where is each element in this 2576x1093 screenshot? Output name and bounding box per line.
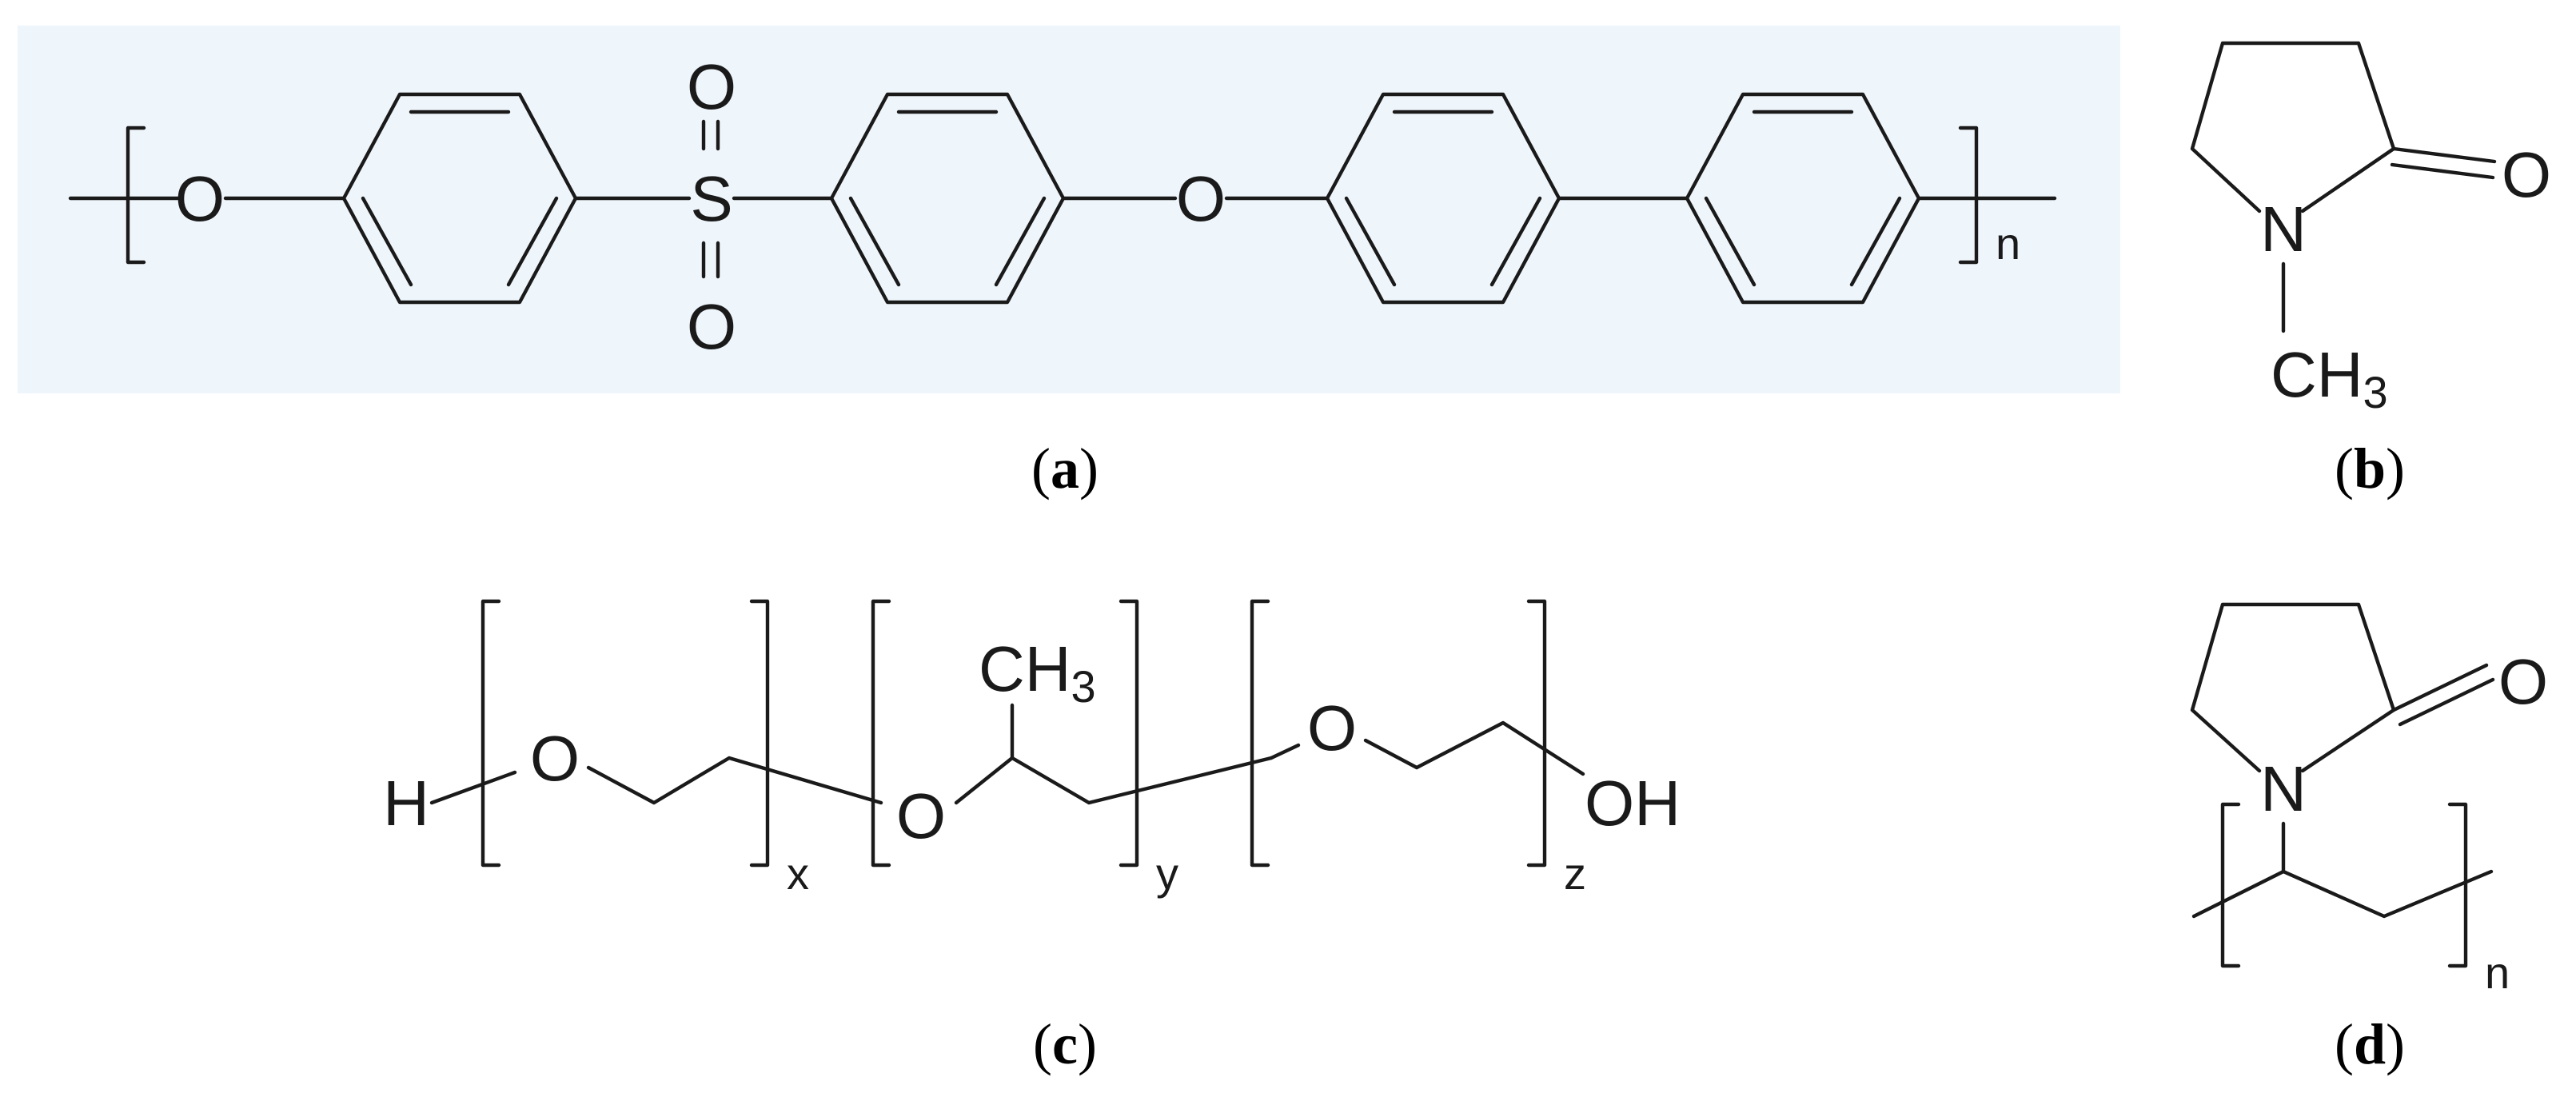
panel-b-atom-n: N [2260,193,2307,265]
panel-c-methyl: CH3 [979,633,1096,712]
panel-c-atom-o3: O [1307,692,1357,764]
panel-a-repeat-subscript: n [1996,218,2020,269]
panel-d: O N n (d) [2190,602,2548,1076]
panel-a: O S O O O [18,26,2120,501]
panel-c-caption: (c) [1033,1012,1097,1076]
panel-d-bracket [2220,802,2468,968]
panel-b-methyl: CH3 [2271,339,2388,417]
panel-c-bracket-x [481,599,770,868]
panel-c-subscript-y: y [1156,848,1178,899]
panel-d-atom-o: O [2498,646,2548,717]
panel-a-caption: (a) [1031,437,1099,501]
panel-c-atom-o2: O [896,780,946,852]
panel-a-left-bracket [68,126,185,265]
panel-c-bracket-z [1250,599,1547,868]
panel-a-atom-o1: O [175,163,225,234]
panel-a-atom-s-o-bottom: O [687,291,736,362]
panel-c-subscript-x: x [787,848,809,899]
panel-c-bracket-y [871,599,1139,868]
panel-d-atom-n: N [2260,753,2307,824]
panel-a-atom-s-o-top: O [687,51,736,122]
panel-d-caption: (d) [2335,1012,2405,1076]
panel-c-subscript-z: z [1564,848,1586,899]
panel-c-end-oh: OH [1585,768,1681,839]
panel-c: H O x O CH3 y O z OH (c) [383,599,1681,1076]
panel-b-atom-o: O [2502,139,2551,210]
panel-b-caption: (b) [2335,437,2405,501]
panel-a-background [18,26,2120,393]
panel-a-atom-s: S [690,163,732,234]
panel-c-atom-o1: O [530,723,580,794]
panel-c-end-h: H [383,768,429,839]
panel-a-right-bracket [1916,126,2057,265]
panel-a-atom-o2: O [1176,163,1226,234]
panel-b: O N CH3 (b) [2190,41,2551,501]
panel-d-repeat-subscript: n [2485,947,2510,998]
